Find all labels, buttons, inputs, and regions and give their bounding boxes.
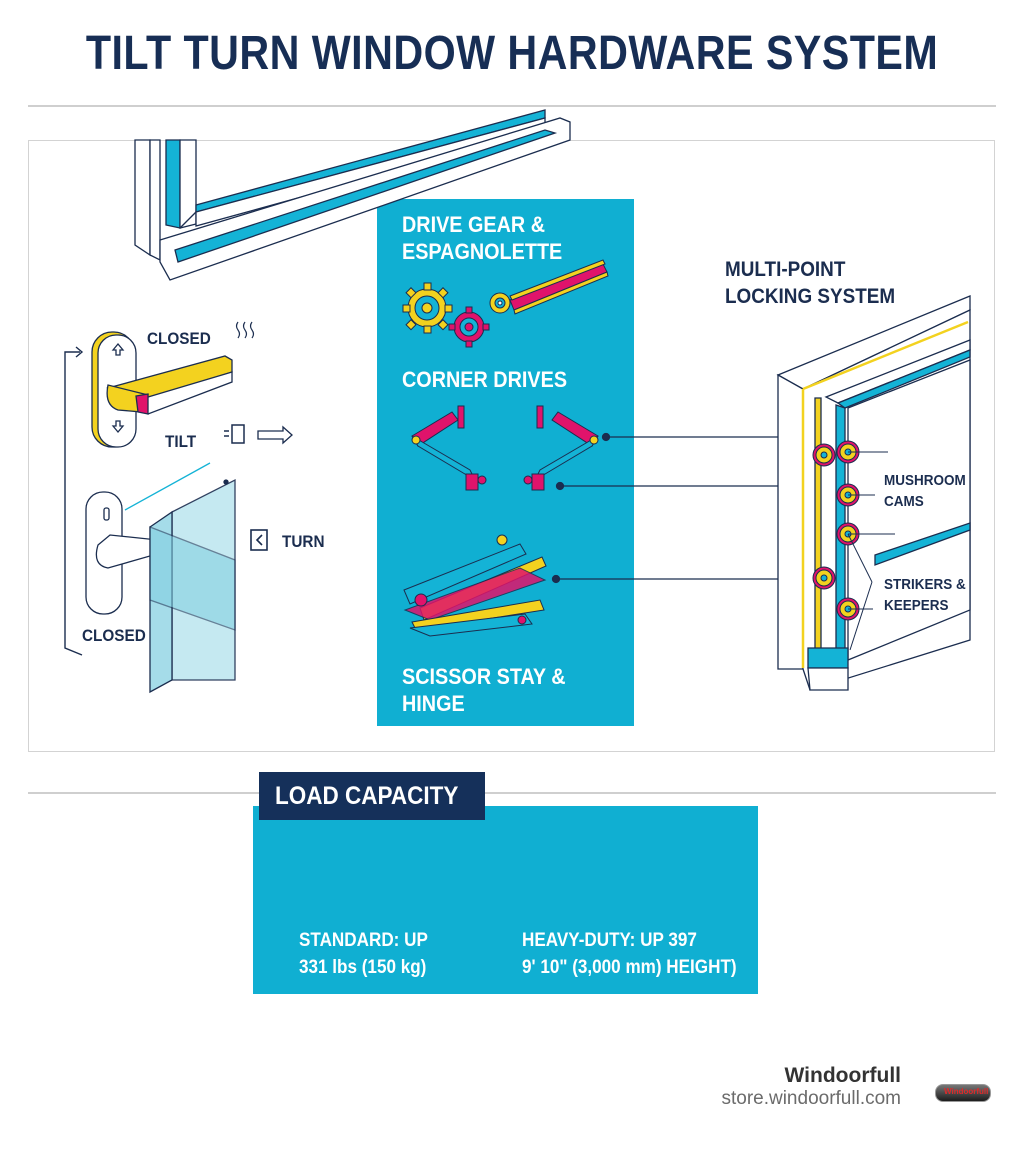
brand-block: Windoorfull store.windoorfull.com — [721, 1064, 901, 1110]
label-closed-top: CLOSED — [147, 329, 211, 348]
load-capacity-panel — [253, 806, 758, 994]
corner-drives-illustration — [411, 405, 599, 491]
label-corner-drives: CORNER DRIVES — [402, 367, 568, 392]
label-multipoint-locking: MULTI-POINT LOCKING SYSTEM — [725, 258, 896, 309]
arrow-right-icon — [257, 425, 293, 445]
components-panel — [377, 199, 634, 726]
glass-pane-illustration — [149, 478, 236, 694]
handle-turn-illustration — [85, 462, 211, 615]
load-capacity-heading: LOAD CAPACITY — [259, 772, 485, 820]
mushroom-cams — [812, 440, 895, 651]
label-closed-bottom: CLOSED — [82, 626, 146, 645]
top-divider — [28, 105, 996, 107]
window-frame-illustration — [134, 109, 571, 281]
brand-logo-badge: Windoorfull — [935, 1084, 991, 1102]
tilt-window-icon — [224, 424, 245, 444]
brand-url[interactable]: store.windoorfull.com — [721, 1088, 901, 1109]
label-turn: TURN — [282, 532, 325, 551]
label-drive-gear: DRIVE GEAR & ESPAGNOLETTE — [402, 212, 563, 264]
standard-capacity: STANDARD: UP 331 lbs (150 kg) — [299, 930, 428, 978]
handle-bracket — [64, 346, 84, 656]
middle-divider — [28, 792, 996, 794]
heavy-duty-capacity: HEAVY-DUTY: UP 397 9' 10" (3,000 mm) HEI… — [522, 930, 737, 978]
locking-frame-illustration — [776, 295, 971, 691]
label-scissor-stay: SCISSOR STAY & HINGE — [402, 664, 566, 716]
handle-closed-illustration — [91, 331, 233, 448]
brand-name: Windoorfull — [784, 1064, 901, 1087]
heat-waves-icon — [235, 321, 255, 339]
label-mushroom-cams: MUSHROOM CAMS — [884, 472, 966, 510]
scissor-stay-illustration — [403, 534, 547, 637]
turn-window-icon — [250, 529, 268, 551]
gears-illustration — [402, 259, 609, 348]
page-title: TILT TURN WINDOW HARDWARE SYSTEM — [85, 27, 939, 80]
label-strikers-keepers: STRIKERS & KEEPERS — [884, 576, 966, 614]
label-tilt: TILT — [165, 432, 197, 451]
